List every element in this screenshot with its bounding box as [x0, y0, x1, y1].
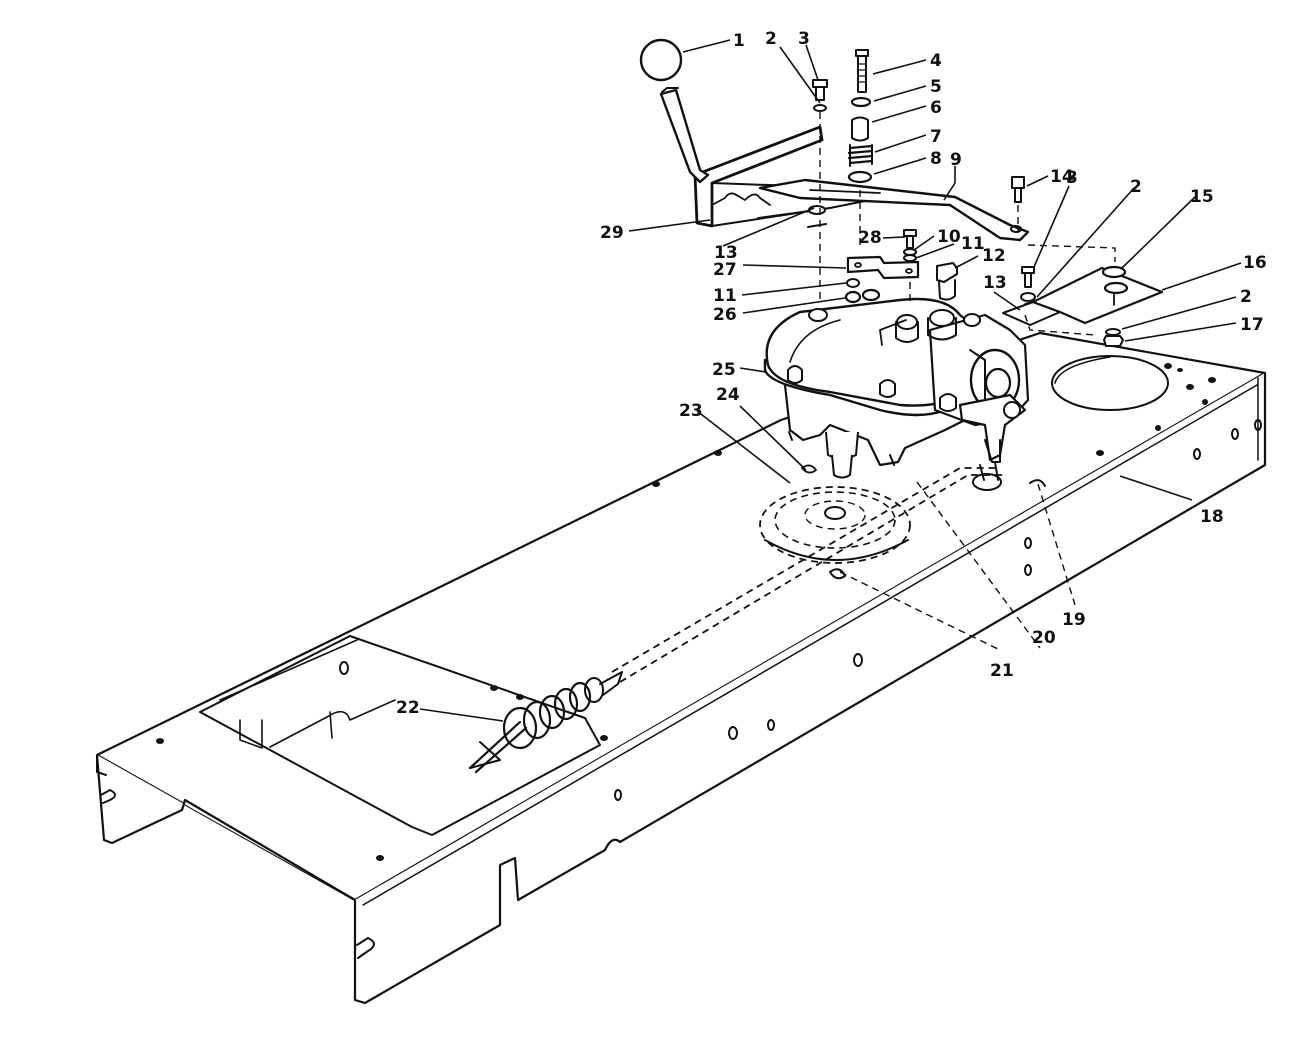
chassis-frame [95, 331, 1267, 1005]
callout-labels: 1 2 3 4 5 6 7 8 9 14 3 2 15 29 13 28 10 … [396, 29, 1267, 718]
callout-20: 20 [1032, 628, 1056, 648]
callout-29: 29 [600, 223, 624, 243]
callout-1: 1 [733, 31, 745, 51]
callout-2: 2 [765, 29, 777, 49]
callout-21: 21 [990, 661, 1014, 681]
callout-4: 4 [930, 51, 942, 71]
callout-23: 23 [679, 401, 703, 421]
callout-14: 14 [1050, 167, 1074, 187]
callout-5: 5 [930, 77, 942, 97]
callout-22: 22 [396, 698, 420, 718]
callout-12: 12 [982, 246, 1006, 266]
callout-13-right: 13 [983, 273, 1007, 293]
callout-17: 17 [1240, 315, 1264, 335]
assembly-lines [819, 112, 1116, 336]
callout-13-left: 13 [714, 243, 738, 263]
callout-3-right: 3 [1066, 168, 1078, 188]
control-cable [611, 467, 1076, 683]
shift-lever [659, 87, 1030, 242]
callout-28: 28 [858, 228, 882, 248]
callout-8: 8 [930, 149, 942, 169]
hardware-parts [808, 49, 1164, 347]
callout-26: 26 [713, 305, 737, 325]
callout-27: 27 [713, 260, 737, 280]
callout-2-right: 2 [1130, 177, 1142, 197]
tension-spring [468, 671, 623, 774]
callout-15: 15 [1190, 187, 1214, 207]
shift-bracket [693, 125, 871, 228]
callout-18: 18 [1200, 507, 1224, 527]
callout-3: 3 [798, 29, 810, 49]
callout-24: 24 [716, 385, 740, 405]
callout-19: 19 [1062, 610, 1086, 630]
callout-9: 9 [950, 150, 962, 170]
callout-16: 16 [1243, 253, 1267, 273]
callout-11-left: 11 [713, 286, 737, 306]
drive-pulley [759, 486, 911, 564]
callout-11-top: 11 [961, 234, 985, 254]
cable-clips [801, 464, 1046, 580]
callout-2-lower: 2 [1240, 287, 1252, 307]
callout-25: 25 [712, 360, 736, 380]
shift-knob [639, 38, 683, 82]
transmission [763, 297, 1030, 491]
callout-6: 6 [930, 98, 942, 118]
leader-lines [419, 39, 1242, 722]
callout-10: 10 [937, 227, 961, 247]
callout-7: 7 [930, 127, 942, 147]
